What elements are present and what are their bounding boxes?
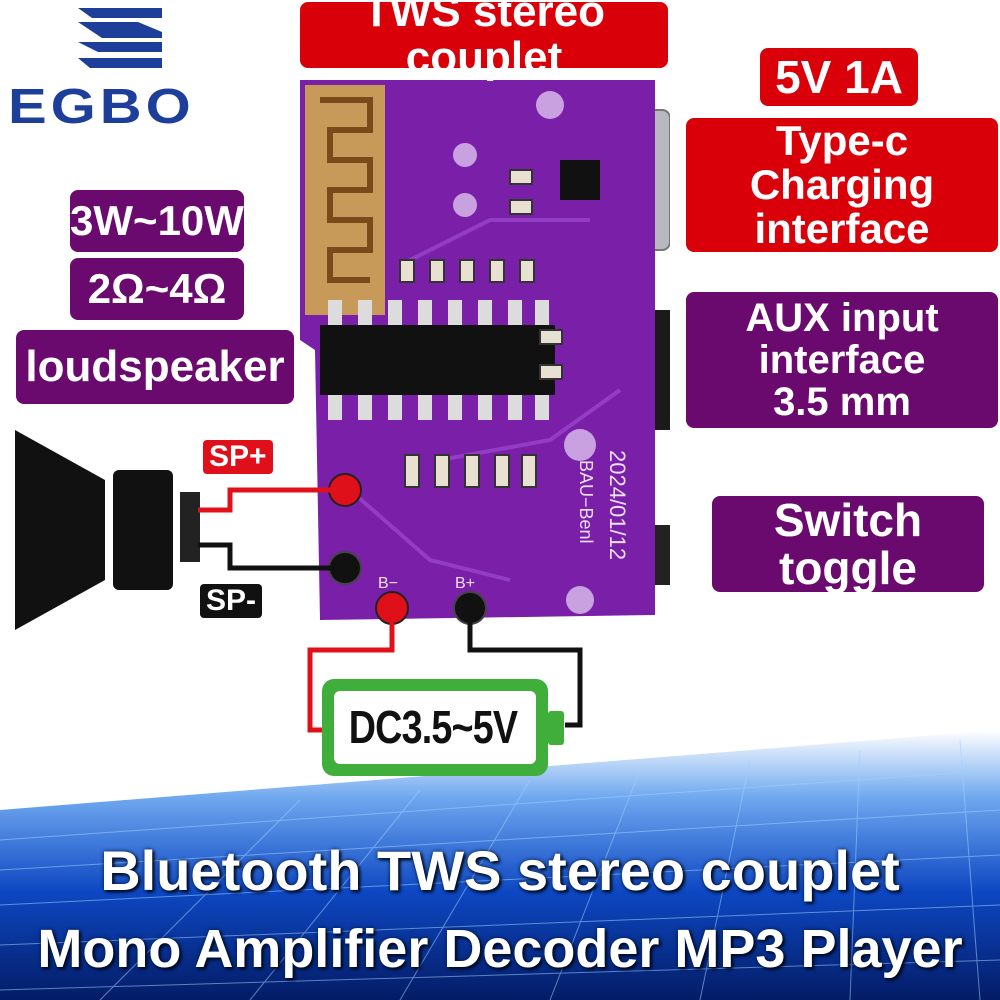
battery-icon [322, 679, 564, 776]
typec-line1: Type-c [775, 116, 909, 164]
aux-tag: AUX input interface 3.5 mm [686, 292, 998, 428]
sp-plus-label: SP+ [203, 440, 273, 474]
aux-line1: AUX input interface [745, 296, 939, 382]
pad-label-b-plus: B+ [455, 575, 475, 592]
brand-name: EGBO [8, 78, 195, 135]
banner-background [0, 730, 1000, 1000]
tws-tag: TWS stereo couplet [300, 0, 668, 81]
pcb-board: 2024/01/12 BAU−Benl B− B+ [300, 80, 670, 625]
watt-tag: 3W~10W [70, 190, 244, 252]
ohm-tag: 2Ω~4Ω [70, 258, 244, 320]
speaker-icon [15, 430, 200, 630]
egbo-logo-icon [78, 8, 162, 68]
switch-tag: Switch toggle [712, 496, 984, 592]
battery-voltage-label: DC3.5~5V [348, 701, 518, 753]
headline-line2: Mono Amplifier Decoder MP3 Player [37, 919, 963, 979]
typec-tag: Type-c Charging interface [686, 118, 998, 252]
sp-minus-label: SP- [200, 584, 263, 618]
typec-line2: Charging interface [749, 160, 935, 253]
power-tag: 5V 1A [760, 48, 918, 106]
aux-line2: 3.5 mm [773, 380, 911, 424]
loudspeaker-tag: loudspeaker [16, 330, 294, 404]
silk-date: 2024/01/12 [605, 450, 630, 560]
silk-name: BAU−Benl [576, 460, 596, 544]
pad-label-b-minus: B− [378, 575, 398, 592]
headline-line1: Bluetooth TWS stereo couplet [100, 839, 900, 902]
